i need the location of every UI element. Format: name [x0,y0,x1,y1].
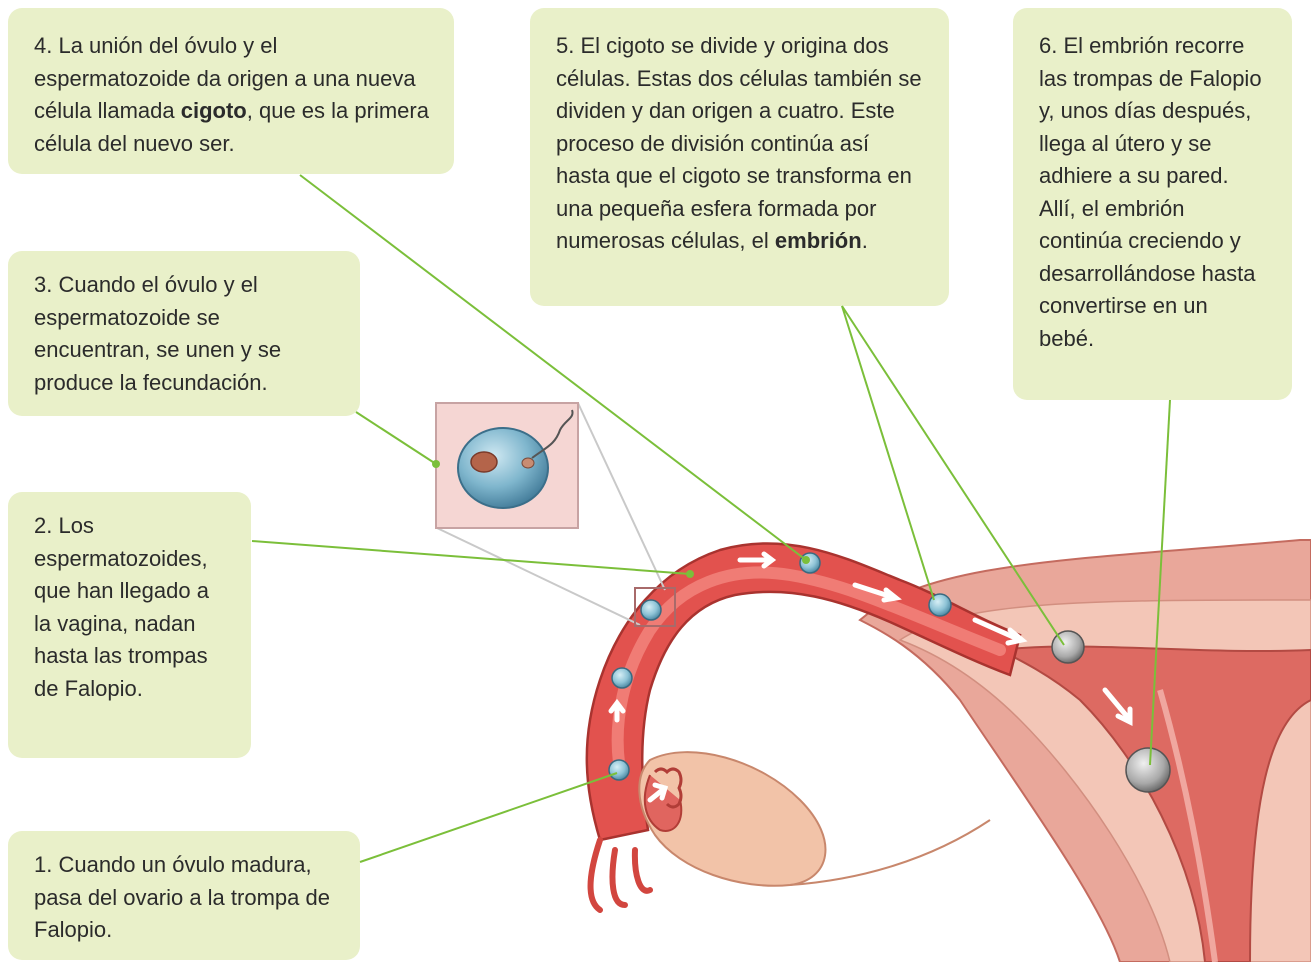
embryo [1126,748,1170,792]
ovum [609,760,629,780]
fertilization-inset [436,403,675,626]
ovum-moving [612,668,632,688]
ovary [639,752,990,886]
ovum-nucleus [471,452,497,472]
sperm-head [522,458,534,468]
zygote [641,600,661,620]
ovum-inset [458,428,548,508]
zygote-dividing [800,553,820,573]
